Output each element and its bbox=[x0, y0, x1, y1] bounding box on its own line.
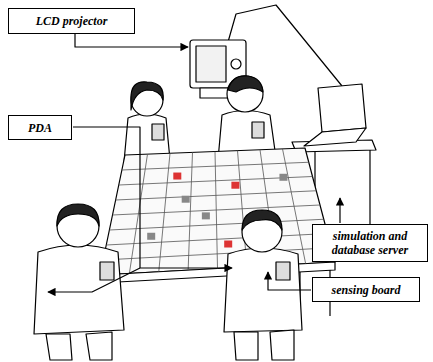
board-piece bbox=[231, 182, 239, 189]
child-figure bbox=[218, 76, 276, 160]
grid-line bbox=[113, 205, 321, 215]
board-piece bbox=[202, 212, 210, 219]
label-text: sensing board bbox=[331, 283, 400, 297]
label-box: simulation and database server bbox=[312, 224, 428, 262]
label-box: LCD projector bbox=[8, 8, 135, 34]
label-text: simulation and database server bbox=[319, 229, 421, 257]
grid-line bbox=[283, 149, 306, 264]
label-text: LCD projector bbox=[36, 14, 108, 28]
child-figure bbox=[124, 82, 170, 162]
child-figure bbox=[34, 204, 124, 360]
board-piece bbox=[182, 196, 190, 203]
board-piece bbox=[173, 173, 181, 180]
label-text: PDA bbox=[28, 121, 52, 135]
grid-line bbox=[109, 219, 323, 230]
label-box: PDA bbox=[8, 115, 72, 140]
child-figure bbox=[224, 210, 302, 360]
board-piece bbox=[224, 241, 232, 248]
board-piece bbox=[279, 174, 287, 181]
label-box: sensing board bbox=[312, 277, 420, 302]
leader-lines bbox=[48, 34, 340, 292]
board-piece bbox=[147, 233, 155, 240]
